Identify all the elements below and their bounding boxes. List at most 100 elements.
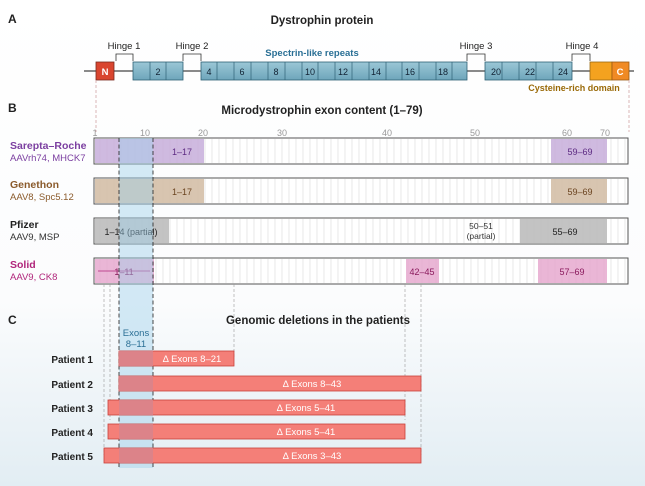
patient-3-deletion-bar — [107, 399, 406, 416]
deletion-guide-lines — [103, 284, 422, 455]
patient-3-name: Patient 3 — [51, 404, 93, 415]
patient-4-overlap — [119, 424, 153, 439]
construct-vector-solid: AAV9, CK8 — [10, 272, 57, 283]
patient-1-deletion-label: Δ Exons 8–21 — [163, 354, 222, 365]
hinge-2-label: Hinge 2 — [176, 41, 209, 52]
segment-genethon-1-17 — [95, 179, 204, 203]
construct-vector-sarepta: AAVrh74, MHCK7 — [10, 153, 86, 164]
panel-c-letter: C — [8, 313, 17, 327]
segment-pfizer-55-69 — [520, 219, 607, 243]
segment-label-genethon-59-69: 59–69 — [567, 187, 592, 197]
repeat-numbers: 2 4 6 8 10 12 14 16 18 20 22 24 — [155, 67, 568, 77]
patient-3-overlap — [119, 400, 153, 415]
patient-5-deletion-label: Δ Exons 3–43 — [283, 451, 342, 462]
panel-a-letter: A — [8, 12, 17, 26]
segment-label-pfizer-55-69: 55–69 — [552, 227, 577, 237]
hinge-1-bracket — [115, 53, 134, 61]
connector-lines — [95, 80, 630, 132]
hinge-4-bracket — [571, 53, 591, 61]
repeat-14-label: 14 — [371, 67, 381, 77]
repeat-24-label: 24 — [558, 67, 568, 77]
repeat-22-label: 22 — [525, 67, 535, 77]
construct-vector-genethon: AAV8, Spc5.12 — [10, 192, 74, 203]
exon-stripes-pfizer — [99, 219, 626, 243]
segment-label-sarepta-59-69: 59–69 — [567, 147, 592, 157]
repeat-20-label: 20 — [491, 67, 501, 77]
segment-label-solid-1-11: 1–11 — [114, 267, 133, 277]
hinge-3-label: Hinge 3 — [460, 41, 493, 52]
c-terminal-label: C — [617, 67, 624, 78]
exons-label-line2: 8–11 — [126, 339, 146, 350]
patient-2-name: Patient 2 — [51, 380, 93, 391]
patient-row-3: Patient 3 Δ Exons 5–41 — [51, 399, 406, 416]
patient-row-2: Patient 2 Δ Exons 8–43 — [51, 375, 422, 392]
repeat-18-label: 18 — [438, 67, 448, 77]
patient-5-overlap — [119, 448, 153, 463]
repeat-2-label: 2 — [155, 67, 160, 77]
construct-name-genethon: Genethon — [10, 179, 59, 191]
tick-60: 60 — [562, 128, 572, 138]
patient-row-5: Patient 5 Δ Exons 3–43 — [51, 447, 422, 464]
repeat-dividers — [149, 62, 554, 80]
tick-50: 50 — [470, 128, 480, 138]
construct-pfizer: Pfizer AAV9, MSP 1–14 (partial) 50–51 (p… — [10, 217, 629, 245]
segment-solid-57-69 — [538, 259, 607, 283]
patient-2-deletion-bar — [118, 375, 422, 392]
panel-b-letter: B — [8, 101, 17, 115]
repeat-10-label: 10 — [305, 67, 315, 77]
segment-label-genethon-1-17: 1–17 — [172, 187, 192, 197]
segment-label-sarepta-1-17: 1–17 — [172, 147, 192, 157]
tick-70: 70 — [600, 128, 610, 138]
tick-30: 30 — [277, 128, 287, 138]
repeat-8-label: 8 — [273, 67, 278, 77]
segment-label-pfizer-50-51: 50–51 — [469, 221, 493, 231]
patient-row-4: Patient 4 Δ Exons 5–41 — [51, 423, 406, 440]
repeat-block-1 — [132, 61, 184, 81]
hinge-labels: Hinge 1 Hinge 2 Hinge 3 Hinge 4 — [108, 41, 599, 52]
construct-sarepta-roche: Sarepta–Roche AAVrh74, MHCK7 1–17 59–69 — [10, 137, 629, 165]
panel-c-title: Genomic deletions in the patients — [226, 315, 410, 327]
repeat-12-label: 12 — [338, 67, 348, 77]
patient-1-name: Patient 1 — [51, 355, 93, 366]
hinge-1-label: Hinge 1 — [108, 41, 141, 52]
patient-row-1: Patient 1 Δ Exons 8–21 — [51, 350, 235, 367]
exons-label-line1: Exons — [123, 328, 150, 339]
segment-pfizer-1-14 — [95, 219, 169, 243]
segment-genethon-59-69 — [551, 179, 607, 203]
construct-name-pfizer: Pfizer — [10, 219, 39, 231]
construct-genethon: Genethon AAV8, Spc5.12 1–17 59–69 — [10, 177, 629, 205]
n-terminal-label: N — [102, 67, 109, 78]
construct-name-sarepta: Sarepta–Roche — [10, 140, 87, 152]
exons-8-11-highlight — [119, 138, 153, 468]
hinge-brackets — [115, 53, 591, 61]
repeat-4-label: 4 — [206, 67, 211, 77]
cysteine-label: Cysteine-rich domain — [528, 83, 620, 93]
segment-label-solid-42-45: 42–45 — [409, 267, 434, 277]
spectrin-label: Spectrin-like repeats — [265, 48, 358, 59]
patient-1-overlap — [119, 351, 153, 366]
tick-20: 20 — [198, 128, 208, 138]
segment-label-solid-57-69: 57–69 — [559, 267, 584, 277]
protein-domains: N C — [95, 61, 630, 81]
patient-2-overlap — [119, 376, 153, 391]
hinge-3-bracket — [466, 53, 486, 61]
patient-4-name: Patient 4 — [51, 428, 93, 439]
hinge-4-label: Hinge 4 — [566, 41, 599, 52]
tick-40: 40 — [382, 128, 392, 138]
tick-10: 10 — [140, 128, 150, 138]
repeat-16-label: 16 — [405, 67, 415, 77]
tick-1: 1 — [92, 128, 97, 138]
segment-label-pfizer-1-14: 1–14 (partial) — [104, 227, 157, 237]
exon-axis-ticks: 1 10 20 30 40 50 60 70 — [92, 128, 610, 138]
c-terminal-domain — [611, 61, 630, 81]
repeat-block-3 — [484, 61, 573, 81]
patient-5-deletion-bar — [103, 447, 422, 464]
patient-2-deletion-label: Δ Exons 8–43 — [283, 379, 342, 390]
cysteine-rich-domain — [589, 61, 613, 81]
n-terminal-domain — [95, 61, 115, 81]
segment-solid-42-45 — [406, 259, 439, 283]
segment-note-pfizer-partial: (partial) — [467, 231, 496, 241]
repeat-6-label: 6 — [239, 67, 244, 77]
construct-vector-pfizer: AAV9, MSP — [10, 232, 59, 243]
